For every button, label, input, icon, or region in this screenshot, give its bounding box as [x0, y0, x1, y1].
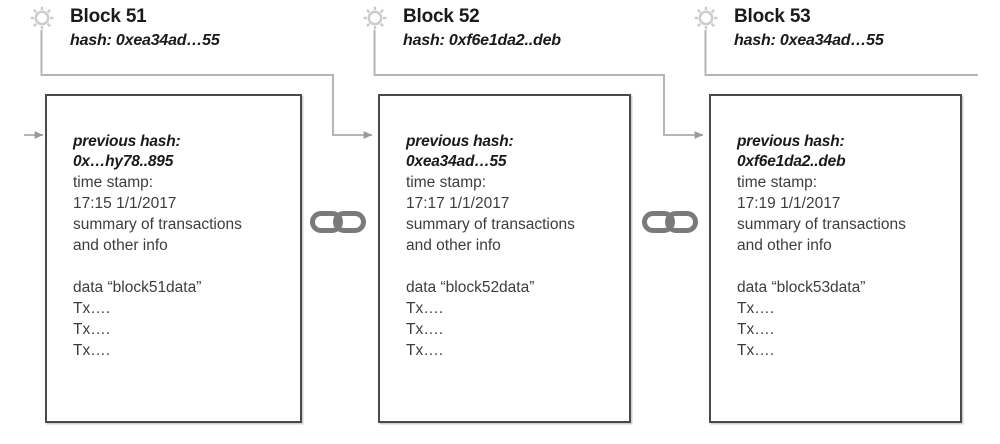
summary-line-1: summary of transactions	[737, 216, 906, 233]
block-header-52: Block 52 hash: 0xf6e1da2..deb	[403, 6, 561, 52]
data-section-52: data “block52data” Tx…. Tx…. Tx….	[406, 277, 623, 361]
previous-hash-label: previous hash:	[737, 133, 845, 150]
timestamp-label: time stamp:	[73, 174, 154, 191]
block-body-52: previous hash: 0xea34ad…55 time stamp: 1…	[406, 132, 623, 361]
chain-link-icon	[310, 211, 366, 233]
data-label: data “block51data”	[73, 279, 202, 296]
previous-hash-value: 0xf6e1da2..deb	[737, 153, 846, 170]
block-body-53: previous hash: 0xf6e1da2..deb time stamp…	[737, 132, 954, 361]
timestamp-value: 17:17 1/1/2017	[406, 195, 510, 212]
data-section-51: data “block51data” Tx…. Tx…. Tx….	[73, 277, 294, 361]
block-title: Block 52	[403, 6, 480, 27]
block-box-52: previous hash: 0xea34ad…55 time stamp: 1…	[378, 94, 631, 423]
summary-line-2: and other info	[73, 237, 168, 254]
block-hash-label: hash: 0xea34ad…55	[734, 32, 884, 49]
transaction-line: Tx….	[406, 300, 444, 317]
transaction-line: Tx….	[73, 300, 111, 317]
data-label: data “block52data”	[406, 279, 535, 296]
block-hash-label: hash: 0xf6e1da2..deb	[403, 32, 561, 49]
timestamp-value: 17:19 1/1/2017	[737, 195, 841, 212]
previous-hash-label: previous hash:	[406, 133, 514, 150]
summary-line-1: summary of transactions	[73, 216, 242, 233]
transaction-line: Tx….	[406, 342, 444, 359]
previous-hash-label: previous hash:	[73, 133, 181, 150]
previous-hash-value: 0x…hy78..895	[73, 153, 174, 170]
chain-link-icon	[642, 211, 698, 233]
timestamp-value: 17:15 1/1/2017	[73, 195, 177, 212]
transaction-line: Tx….	[737, 300, 775, 317]
block-title: Block 51	[70, 6, 147, 27]
summary-line-1: summary of transactions	[406, 216, 575, 233]
sun-icon	[694, 6, 718, 30]
transaction-line: Tx….	[73, 342, 111, 359]
block-hash-label: hash: 0xea34ad…55	[70, 32, 220, 49]
sun-icon	[30, 6, 54, 30]
transaction-line: Tx….	[737, 342, 775, 359]
block-header-51: Block 51 hash: 0xea34ad…55	[70, 6, 220, 52]
summary-line-2: and other info	[406, 237, 501, 254]
block-body-51: previous hash: 0x…hy78..895 time stamp: …	[73, 132, 294, 361]
block-title: Block 53	[734, 6, 811, 27]
timestamp-label: time stamp:	[406, 174, 487, 191]
previous-hash-value: 0xea34ad…55	[406, 153, 507, 170]
data-section-53: data “block53data” Tx…. Tx…. Tx….	[737, 277, 954, 361]
block-header-53: Block 53 hash: 0xea34ad…55	[734, 6, 884, 52]
timestamp-label: time stamp:	[737, 174, 818, 191]
data-label: data “block53data”	[737, 279, 866, 296]
transaction-line: Tx….	[406, 321, 444, 338]
transaction-line: Tx….	[737, 321, 775, 338]
block-box-53: previous hash: 0xf6e1da2..deb time stamp…	[709, 94, 962, 423]
block-box-51: previous hash: 0x…hy78..895 time stamp: …	[45, 94, 302, 423]
sun-icon	[363, 6, 387, 30]
transaction-line: Tx….	[73, 321, 111, 338]
summary-line-2: and other info	[737, 237, 832, 254]
